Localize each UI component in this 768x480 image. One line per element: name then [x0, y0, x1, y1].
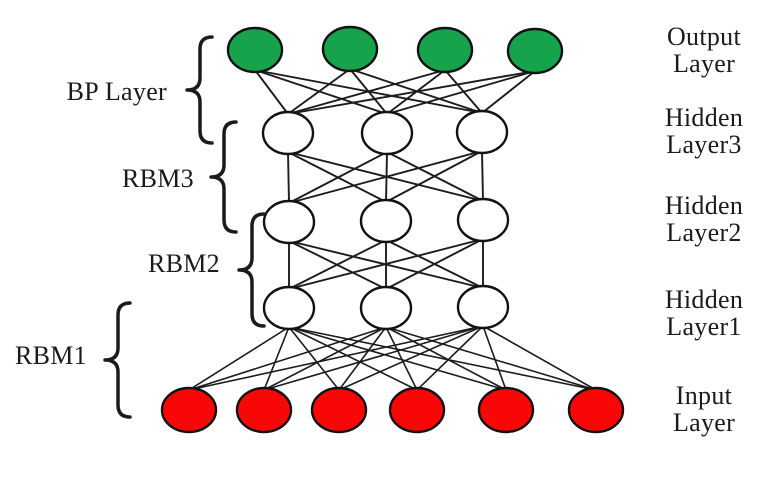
hidden1-node	[456, 284, 510, 330]
edge-hidden1-to-input	[338, 325, 484, 391]
edge-output-to-hidden3	[254, 69, 289, 115]
label-rbm3: RBM3	[122, 164, 194, 193]
label-hidden-layer3-line1: Hidden	[665, 103, 743, 132]
edge-output-to-hidden3	[287, 70, 536, 115]
brace-rbm1	[103, 301, 132, 419]
edge-hidden1-to-input	[482, 325, 597, 391]
label-bp-layer: BP Layer	[67, 77, 167, 106]
edge-hidden3-to-hidden2	[287, 151, 290, 204]
edge-output-to-hidden3	[386, 70, 536, 115]
label-hidden-layer3-line2: Layer3	[666, 130, 741, 159]
edge-hidden1-to-input	[288, 326, 418, 391]
edge-hidden2-to-hidden1	[288, 238, 484, 290]
label-hidden-layer2-line2: Layer2	[666, 218, 741, 247]
edge-hidden1-to-input	[482, 325, 507, 391]
edge-output-to-hidden3	[481, 70, 536, 114]
hidden3-node	[261, 110, 315, 156]
output-node	[321, 25, 379, 73]
brace-rbm3	[209, 120, 238, 234]
hidden2-node	[359, 198, 413, 244]
label-output-layer-line1: Output	[667, 22, 741, 51]
label-input-layer-line1: Input	[676, 381, 733, 410]
label-input-layer-line2: Layer	[673, 408, 735, 437]
hidden3-node	[360, 110, 414, 156]
hidden2-node	[456, 197, 510, 243]
hidden3-node	[455, 109, 509, 155]
edge-hidden1-to-input	[288, 326, 597, 391]
edge-hidden1-to-input	[385, 326, 418, 391]
edge-output-to-hidden3	[254, 69, 388, 115]
input-node	[567, 386, 625, 434]
edge-hidden2-to-hidden1	[385, 238, 484, 290]
label-hidden-layer1-line2: Layer1	[666, 312, 741, 341]
hidden2-node	[262, 199, 316, 245]
input-node	[235, 386, 293, 434]
input-node	[388, 386, 446, 434]
hidden1-node	[262, 285, 316, 331]
edge-hidden1-to-input	[338, 326, 387, 391]
edge-hidden3-to-hidden2	[481, 150, 484, 202]
output-node	[226, 26, 284, 74]
edge-hidden1-to-input	[263, 326, 387, 391]
output-node	[506, 27, 564, 75]
output-node	[416, 26, 474, 74]
edge-hidden3-to-hidden2	[288, 150, 483, 204]
edge-hidden1-to-input	[288, 326, 507, 391]
edge-hidden1-to-input	[385, 326, 597, 391]
label-hidden-layer2-line1: Hidden	[665, 191, 743, 220]
edge-hidden1-to-input	[188, 325, 484, 391]
label-hidden-layer1-line1: Hidden	[665, 285, 743, 314]
input-node	[160, 386, 218, 434]
edge-hidden3-to-hidden2	[385, 150, 483, 203]
hidden1-node	[359, 285, 413, 331]
input-node	[310, 386, 368, 434]
brace-rbm2	[237, 212, 266, 328]
edge-hidden1-to-input	[288, 326, 340, 391]
edge-hidden1-to-input	[385, 326, 507, 391]
label-output-layer-line2: Layer	[673, 49, 735, 78]
edge-output-to-hidden3	[287, 68, 351, 115]
edge-hidden1-to-input	[263, 326, 290, 391]
edge-hidden1-to-input	[188, 326, 290, 391]
label-rbm2: RBM2	[148, 249, 220, 278]
input-node	[477, 386, 535, 434]
edge-hidden2-to-hidden1	[288, 239, 387, 290]
edge-hidden3-to-hidden2	[288, 151, 388, 204]
edge-hidden1-to-input	[263, 325, 484, 391]
brace-bp-layer	[185, 35, 214, 145]
edge-hidden1-to-input	[416, 325, 484, 391]
label-rbm1: RBM1	[15, 341, 87, 370]
edge-output-to-hidden3	[287, 69, 446, 115]
edge-hidden1-to-input	[188, 326, 387, 391]
